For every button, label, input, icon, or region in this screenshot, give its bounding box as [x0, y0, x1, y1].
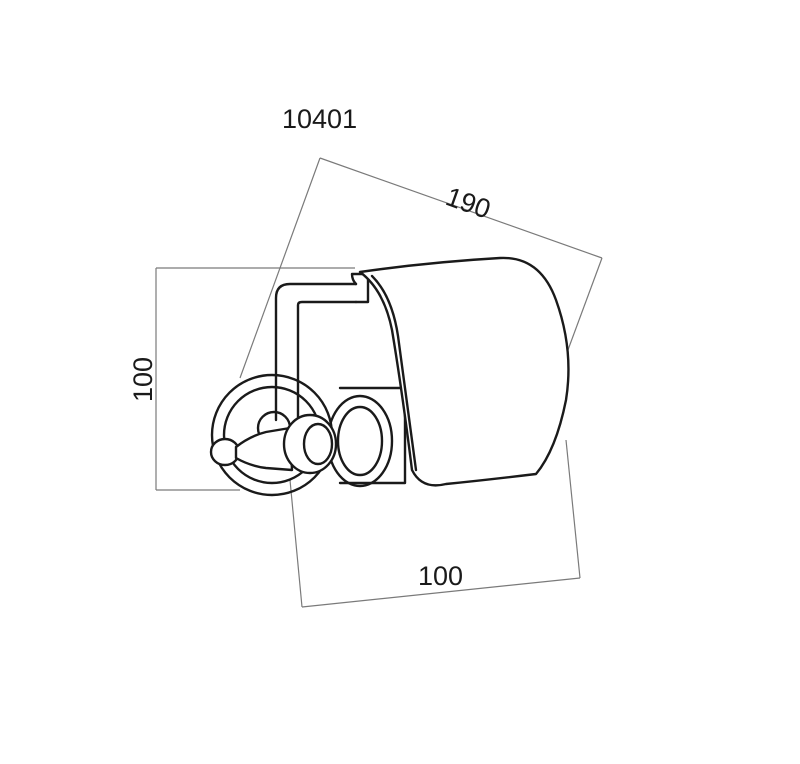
height-dimension	[155, 267, 355, 491]
diagonal-length-label: 190	[442, 181, 494, 224]
cover-outer-shell	[358, 256, 570, 487]
flange-inner-ring	[336, 405, 384, 477]
width-extension-line-right	[565, 439, 581, 579]
width-label: 100	[418, 561, 463, 591]
arm-inner-edge	[296, 300, 358, 422]
roll-flange	[326, 386, 407, 488]
cover-inner-edge	[370, 274, 418, 472]
knob-cap	[282, 413, 338, 475]
paper-cover	[358, 256, 570, 487]
width-dimension-line	[301, 577, 581, 608]
holder-knob	[209, 413, 338, 475]
model-number: 10401	[282, 104, 357, 134]
roll-cylinder	[338, 386, 407, 485]
width-extension-line-left	[289, 479, 303, 608]
width-dimension	[289, 439, 581, 608]
arm-outer-edge	[274, 282, 358, 422]
diagonal-dimension-line	[319, 157, 603, 259]
knob-neck	[234, 426, 294, 472]
height-label: 100	[128, 357, 158, 402]
knob-cap-highlight	[302, 422, 334, 466]
holder-arm	[274, 272, 370, 422]
